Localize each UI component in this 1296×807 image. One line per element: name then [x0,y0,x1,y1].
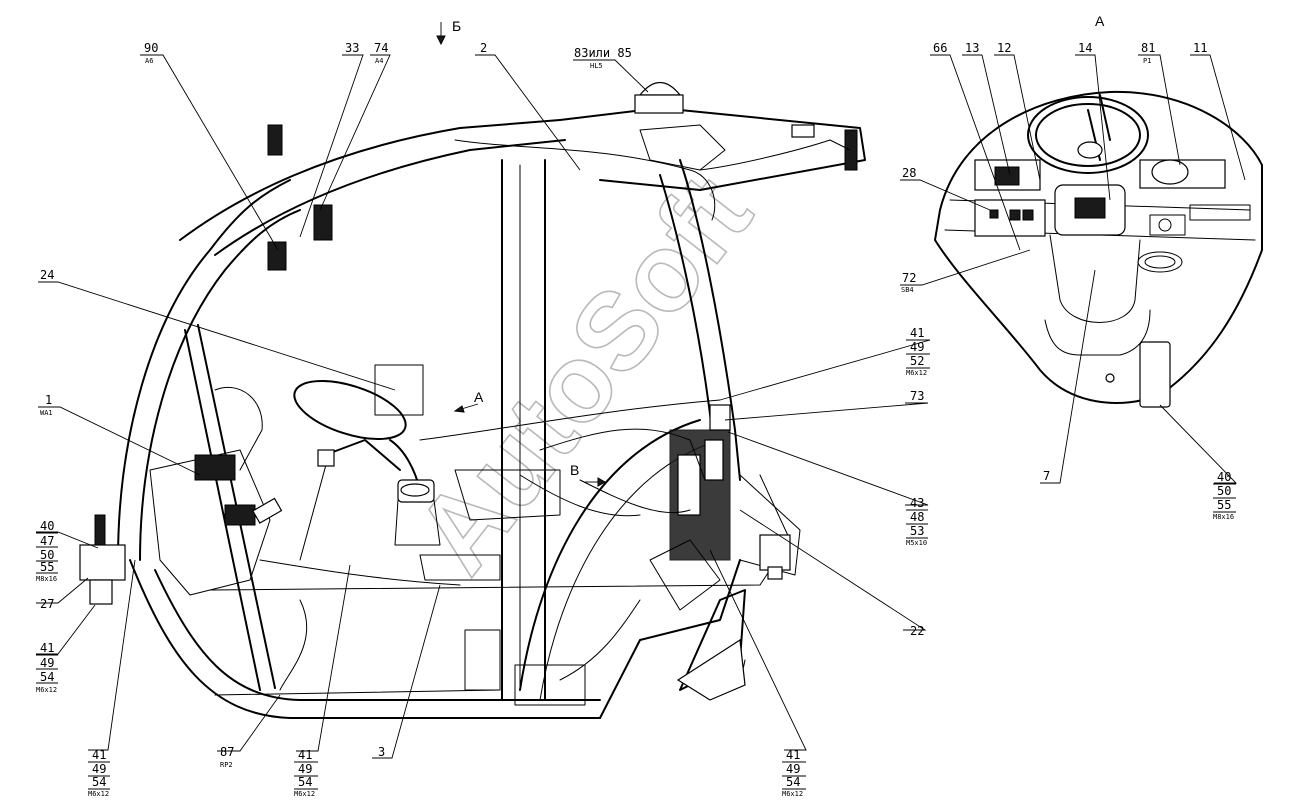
callout-50-left: 50 [40,548,54,562]
callout-87: 87 [220,745,234,759]
callout-40-right: 40 [1217,470,1231,484]
callout-90-ref: A6 [145,57,153,65]
callout-1: 1 [45,393,52,407]
callout-40-left-size: M8x16 [36,575,57,583]
callout-41-bl-size: M6x12 [88,790,109,798]
joystick-assembly [389,439,441,546]
right-electrical-block [649,404,731,611]
callout-41-c-size: M6x12 [294,790,315,798]
callout-2: 2 [480,41,487,55]
callout-49-rb: 49 [786,762,800,776]
view-v-label: В [570,462,579,478]
callout-72: 72 [902,271,916,285]
document-plate [374,364,424,416]
detail-view-a [934,90,1263,408]
callout-50-right: 50 [1217,484,1231,498]
callout-41-rb-size: M6x12 [782,790,803,798]
callout-90: 90 [144,41,158,55]
callout-1-ref: WA1 [40,409,53,417]
callout-40-left: 40 [40,519,54,533]
view-a-label: А [1095,13,1105,29]
callout-74-ref: A4 [375,57,383,65]
callout-27: 27 [40,597,54,611]
callout-41-bl: 41 [92,748,106,762]
callout-14: 14 [1078,41,1092,55]
callout-87-ref: RP2 [220,761,233,769]
seat-area [419,469,561,581]
view-a-arrow-label: А [474,389,484,405]
callout-43: 43 [910,496,924,510]
callout-73: 73 [910,389,924,403]
callout-7: 7 [1043,469,1050,483]
callout-49-c: 49 [298,762,312,776]
callout-43-size: M5x10 [906,539,927,547]
callout-53: 53 [910,524,924,538]
callout-83-ref: HL5 [590,62,603,70]
callout-55-left: 55 [40,560,54,574]
callout-49-bl: 49 [92,762,106,776]
callout-13: 13 [965,41,979,55]
callout-22: 22 [910,624,924,638]
callout-41-left-size: M6x12 [36,686,57,694]
view-b-label: Б [452,18,461,34]
callout-83: 83или 85 [574,46,632,60]
callout-47: 47 [40,534,54,548]
left-control-panel [149,386,283,596]
callout-11: 11 [1193,41,1207,55]
callout-40-right-size: M8x16 [1213,513,1234,521]
callout-54-bl: 54 [92,775,106,789]
front-mount-bracket [79,514,126,605]
callout-81-ref: P1 [1143,57,1151,65]
callout-54-left: 54 [40,670,54,684]
callout-41-left: 41 [40,641,54,655]
callout-49-left: 49 [40,656,54,670]
callout-48: 48 [910,510,924,524]
callout-24: 24 [40,268,54,282]
callout-41-rb: 41 [786,748,800,762]
callout-74: 74 [374,41,388,55]
callout-54-c: 54 [298,775,312,789]
callout-55-right: 55 [1217,498,1231,512]
callout-33: 33 [345,41,359,55]
callout-41-rt: 41 [910,326,924,340]
callout-41-rt-size: M6x12 [906,369,927,377]
harness-cables [259,139,851,691]
callout-54-rb: 54 [786,775,800,789]
callout-labels: 90 A6 33 74 A4 2 83или 85 HL5 24 1 WA1 4… [36,41,1236,798]
callout-28: 28 [902,166,916,180]
callout-3: 3 [378,745,385,759]
floor-pedal [676,638,746,701]
callout-12: 12 [997,41,1011,55]
callout-49-rt: 49 [910,340,924,354]
callout-52: 52 [910,354,924,368]
callout-41-c: 41 [298,748,312,762]
steering-assembly [293,379,407,561]
callout-66: 66 [933,41,947,55]
roof-devices [267,81,858,271]
callout-72-ref: SB4 [901,286,914,294]
leader-lines [36,22,1246,759]
callout-81: 81 [1141,41,1155,55]
